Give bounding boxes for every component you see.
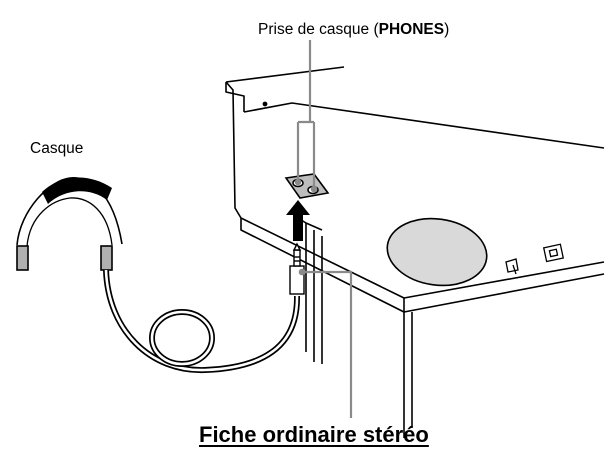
port-icon-inner [548, 248, 559, 258]
insert-arrow-icon [286, 200, 310, 241]
right-cup [100, 245, 113, 271]
keyboard-panel-inner [243, 102, 605, 149]
headphones-label: Casque [30, 140, 84, 157]
jack-label-bold: PHONES [378, 21, 445, 38]
headband-inner [26, 197, 113, 247]
phones-jack [284, 173, 330, 199]
keyboard-dot [262, 101, 268, 107]
keyboard-back-edge [225, 82, 245, 112]
headband-pad [42, 177, 112, 204]
phones-jack-label: Prise de casque (PHONES) [258, 21, 449, 39]
jack-label-suffix: ) [444, 21, 450, 38]
sustain-icon [505, 258, 519, 275]
headphones-icon [16, 177, 123, 271]
stereo-plug-label: Fiche ordinaire stéréo [199, 422, 429, 447]
keyboard-left-edge [225, 81, 242, 219]
jack-leader-line [294, 40, 318, 193]
jack-label-prefix: Prise de casque ( [258, 21, 379, 38]
keyboard-top-panel [225, 66, 345, 83]
plug-leader-line [298, 268, 353, 418]
headband-outer [16, 177, 123, 246]
left-cup [16, 245, 29, 271]
port-icon [542, 243, 565, 263]
panel-small-icons [505, 243, 565, 275]
headphone-cable [103, 269, 301, 374]
speaker-grille [386, 217, 488, 287]
